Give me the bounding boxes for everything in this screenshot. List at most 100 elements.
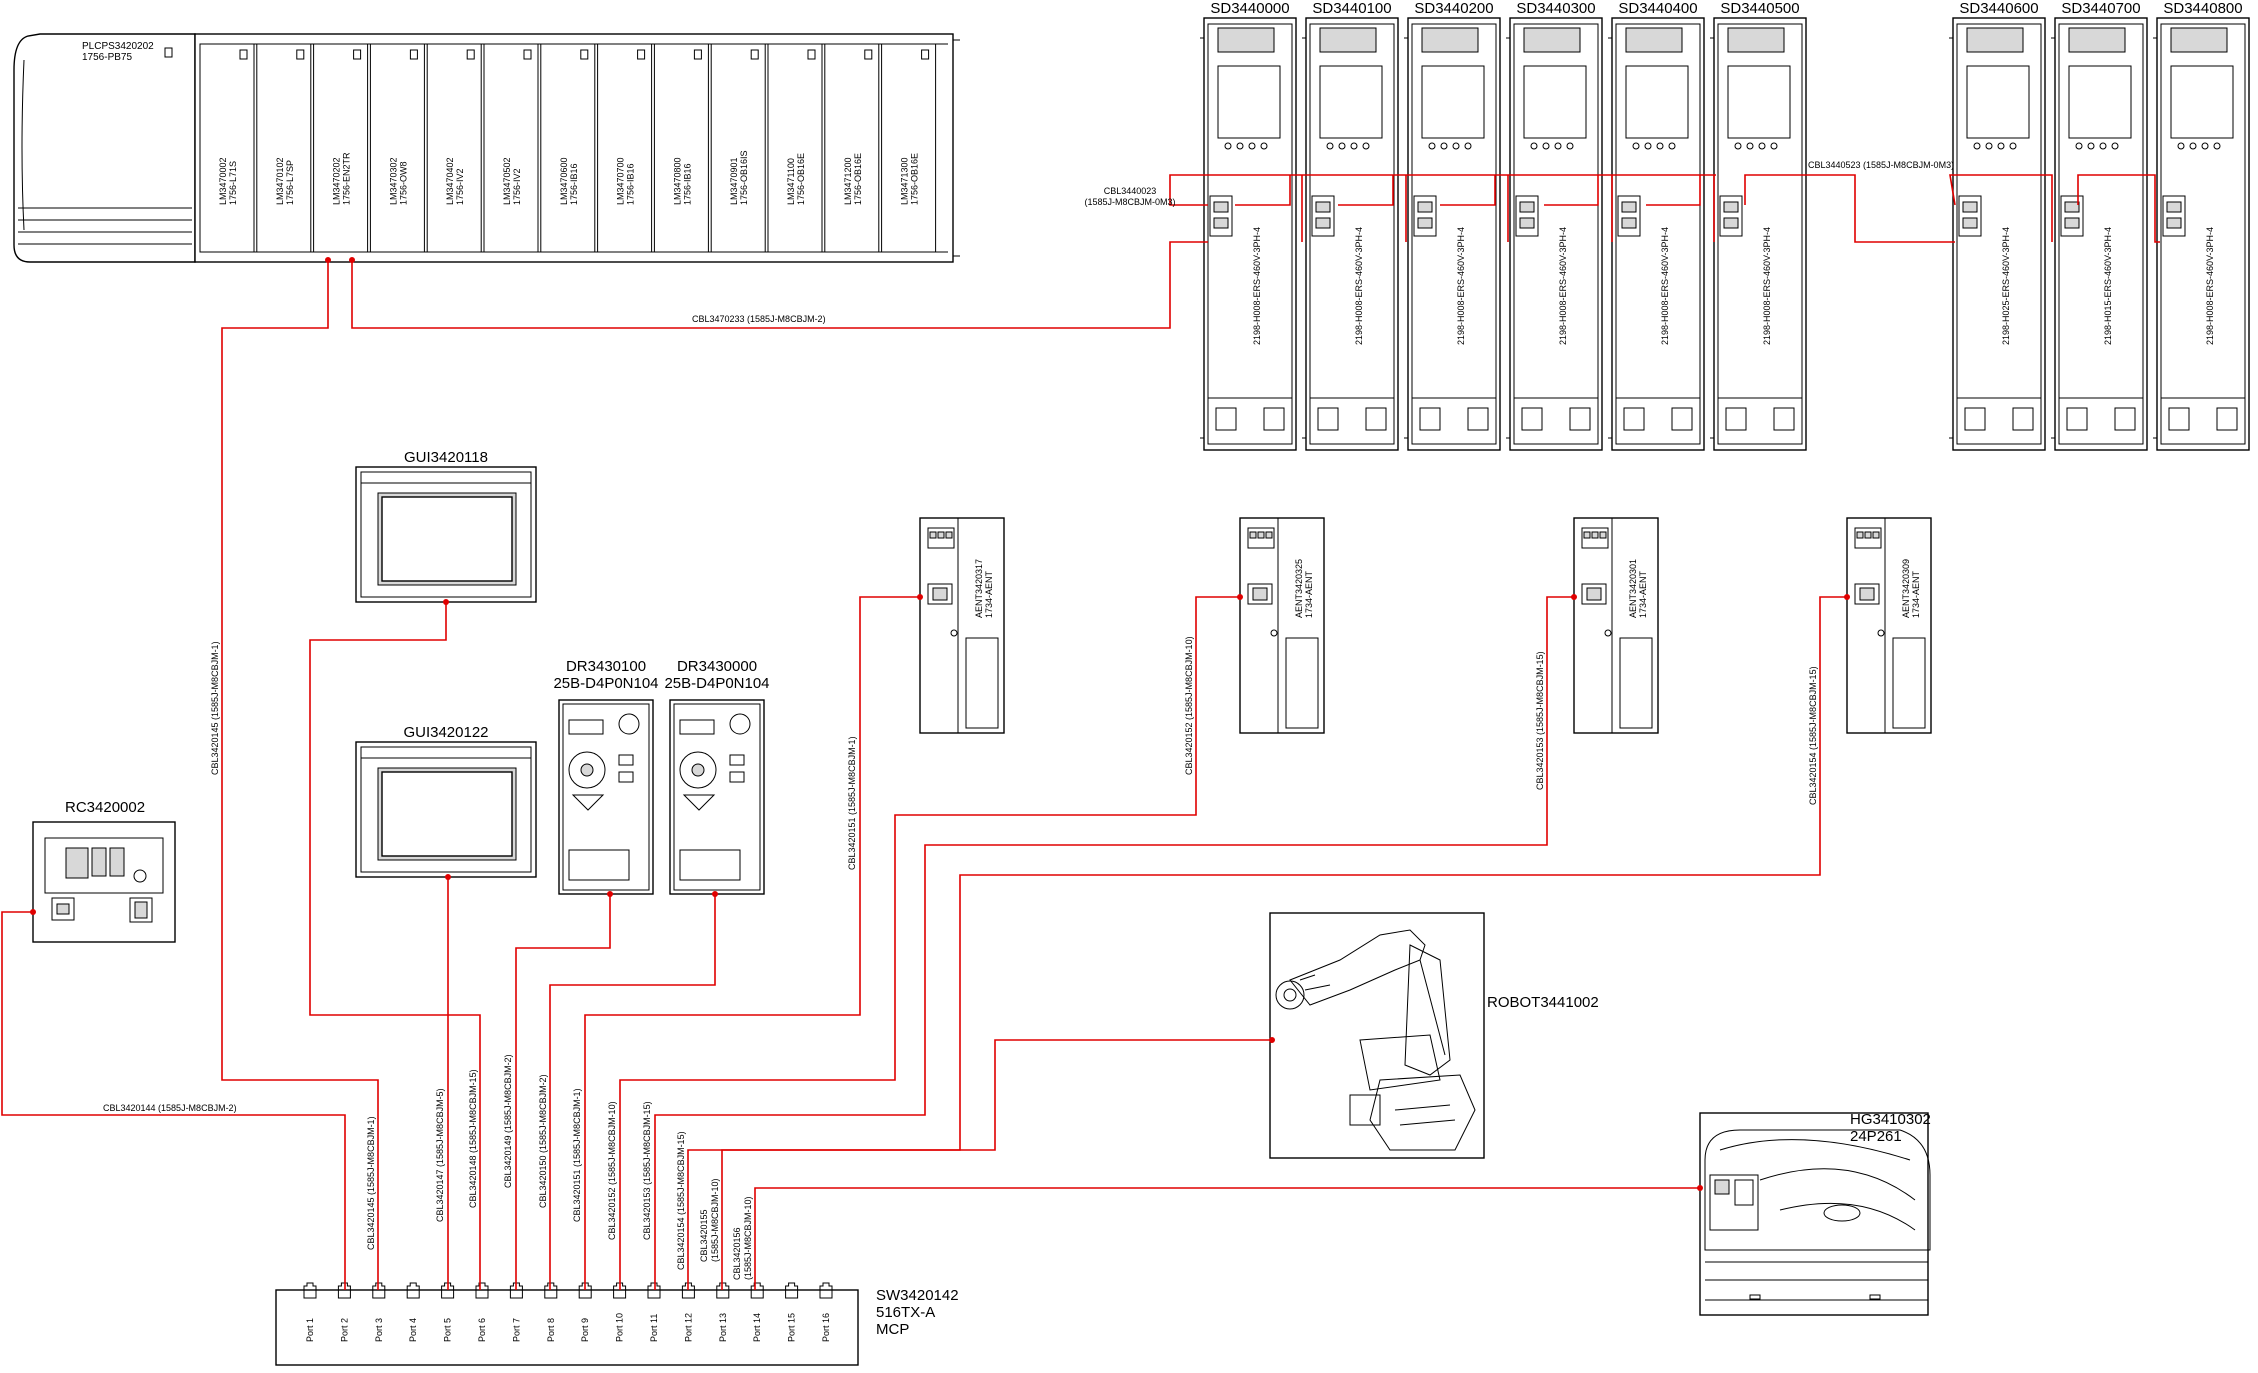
io-adapter-icon[interactable] xyxy=(919,517,1005,734)
switch-port-icon[interactable] xyxy=(509,1282,523,1299)
vfd-icon[interactable] xyxy=(669,699,765,895)
switch-port-label: Port 9 xyxy=(580,1318,590,1342)
switch-port-label: Port 4 xyxy=(408,1318,418,1342)
cable-label-c155: CBL3420155(1585J-M8CBJM-10) xyxy=(699,1178,720,1262)
switch-port-icon[interactable] xyxy=(647,1282,661,1299)
wire-c155 xyxy=(721,1039,1272,1290)
plc-module-slot[interactable] xyxy=(426,43,482,253)
switch-port-icon[interactable] xyxy=(372,1282,386,1299)
remote-station-name: RC3420002 xyxy=(65,799,145,816)
plc-module-latch xyxy=(409,49,418,60)
switch-port-icon[interactable] xyxy=(337,1282,351,1299)
robot-icon[interactable] xyxy=(1269,912,1485,1159)
plc-module-latch xyxy=(807,49,816,60)
plc-module-slot[interactable] xyxy=(767,43,823,253)
servo-drive-model: 2198-H008-ERS-460V-3PH-4 xyxy=(1558,227,1568,345)
switch-port-icon[interactable] xyxy=(785,1282,799,1299)
cable-label-c145-vertical: CBL3420145 (1585J-M8CBJM-1) xyxy=(210,641,220,775)
plc-module-slot[interactable] xyxy=(199,43,255,253)
hmi-panel-icon[interactable] xyxy=(355,741,537,878)
plc-module-label: LM34704021756-IV2 xyxy=(445,157,465,205)
servo-drive-icon[interactable] xyxy=(1710,17,1807,451)
switch-body[interactable] xyxy=(275,1289,859,1366)
servo-drive-icon[interactable] xyxy=(1200,17,1297,451)
switch-port-icon[interactable] xyxy=(303,1282,317,1299)
switch-port-icon[interactable] xyxy=(475,1282,489,1299)
wire-c150 xyxy=(549,894,716,1290)
plc-chassis-icon[interactable] xyxy=(13,33,960,263)
switch-port-icon[interactable] xyxy=(819,1282,833,1299)
plc-module-slot[interactable] xyxy=(313,43,369,253)
wire-c148 xyxy=(309,602,481,1290)
cable-label-c154-vertical: CBL3420154 (1585J-M8CBJM-15) xyxy=(1808,666,1818,805)
cable-label-c149: CBL3420149 (1585J-M8CBJM-2) xyxy=(503,1054,513,1188)
plc-module-latch xyxy=(466,49,475,60)
wire-ring-left xyxy=(1169,174,1716,242)
cable-label-c144: CBL3420144 (1585J-M8CBJM-2) xyxy=(103,1103,237,1113)
switch-port-icon[interactable] xyxy=(441,1282,455,1299)
hmi-panel-icon[interactable] xyxy=(355,466,537,603)
plc-module-latch xyxy=(523,49,532,60)
plc-module-slot[interactable] xyxy=(881,43,937,253)
wire-c152 xyxy=(619,596,1240,1290)
hg-unit-icon[interactable] xyxy=(1699,1112,1931,1316)
switch-port-label: Port 16 xyxy=(821,1313,831,1342)
plc-module-label: LM34703021756-OW8 xyxy=(388,157,408,205)
plc-module-label: LM34701021756-L7SP xyxy=(275,157,295,205)
io-adapter-icon[interactable] xyxy=(1239,517,1325,734)
remote-station-icon[interactable] xyxy=(32,821,176,943)
servo-drive-icon[interactable] xyxy=(1608,17,1705,451)
servo-drive-icon[interactable] xyxy=(1302,17,1399,451)
plc-module-slot[interactable] xyxy=(369,43,425,253)
servo-drive-icon[interactable] xyxy=(2153,17,2250,451)
switch-port-icon[interactable] xyxy=(406,1282,420,1299)
switch-port-label: Port 13 xyxy=(718,1313,728,1342)
servo-drive-model: 2198-H008-ERS-460V-3PH-4 xyxy=(1762,227,1772,345)
switch-port-icon[interactable] xyxy=(578,1282,592,1299)
plc-module-slot[interactable] xyxy=(597,43,653,253)
plc-module-slot[interactable] xyxy=(540,43,596,253)
switch-port-icon[interactable] xyxy=(716,1282,730,1299)
plc-module-label: LM34713001756-OB16E xyxy=(900,153,920,205)
switch-port-icon[interactable] xyxy=(681,1282,695,1299)
plc-module-latch xyxy=(750,49,759,60)
io-adapter-icon[interactable] xyxy=(1573,517,1659,734)
plc-module-label: LM34707001756-IB16 xyxy=(616,157,636,205)
servo-drive-icon[interactable] xyxy=(1404,17,1501,451)
switch-port-icon[interactable] xyxy=(750,1282,764,1299)
wire-c156 xyxy=(754,1187,1700,1290)
servo-drive-icon[interactable] xyxy=(2051,17,2148,451)
cable-label-c150: CBL3420150 (1585J-M8CBJM-2) xyxy=(538,1074,548,1208)
switch-port-label: Port 1 xyxy=(305,1318,315,1342)
servo-drive-icon[interactable] xyxy=(1949,17,2046,451)
switch-port-label: Port 11 xyxy=(649,1314,659,1342)
plc-module-latch xyxy=(921,49,930,60)
servo-drive-icon[interactable] xyxy=(1506,17,1603,451)
plc-module-slot[interactable] xyxy=(256,43,312,253)
cable-label-c152-vertical: CBL3420152 (1585J-M8CBJM-10) xyxy=(1184,636,1194,775)
plc-module-slot[interactable] xyxy=(824,43,880,253)
wire-trunk xyxy=(351,241,1208,329)
switch-port-label: Port 8 xyxy=(546,1318,556,1342)
io-adapter-label: AENT34203091734-AENT xyxy=(1901,559,1921,618)
plc-module-slot[interactable] xyxy=(483,43,539,253)
cable-label-c151: CBL3420151 (1585J-M8CBJM-1) xyxy=(572,1088,582,1222)
plc-module-slot[interactable] xyxy=(710,43,766,253)
vfd-icon[interactable] xyxy=(558,699,654,895)
cable-label-c151-vertical: CBL3420151 (1585J-M8CBJM-1) xyxy=(847,736,857,870)
switch-port-icon[interactable] xyxy=(544,1282,558,1299)
servo-drive-model: 2198-H008-ERS-460V-3PH-4 xyxy=(1354,227,1364,345)
servo-drive-model: 2198-H008-ERS-460V-3PH-4 xyxy=(2205,227,2215,345)
switch-port-icon[interactable] xyxy=(613,1282,627,1299)
plc-module-slot[interactable] xyxy=(653,43,709,253)
cable-label-c153-vertical: CBL3420153 (1585J-M8CBJM-15) xyxy=(1535,651,1545,790)
servo-drive-name: SD3440400 xyxy=(1618,0,1697,17)
cable-label-c153: CBL3420153 (1585J-M8CBJM-15) xyxy=(642,1101,652,1240)
io-adapter-icon[interactable] xyxy=(1846,517,1932,734)
